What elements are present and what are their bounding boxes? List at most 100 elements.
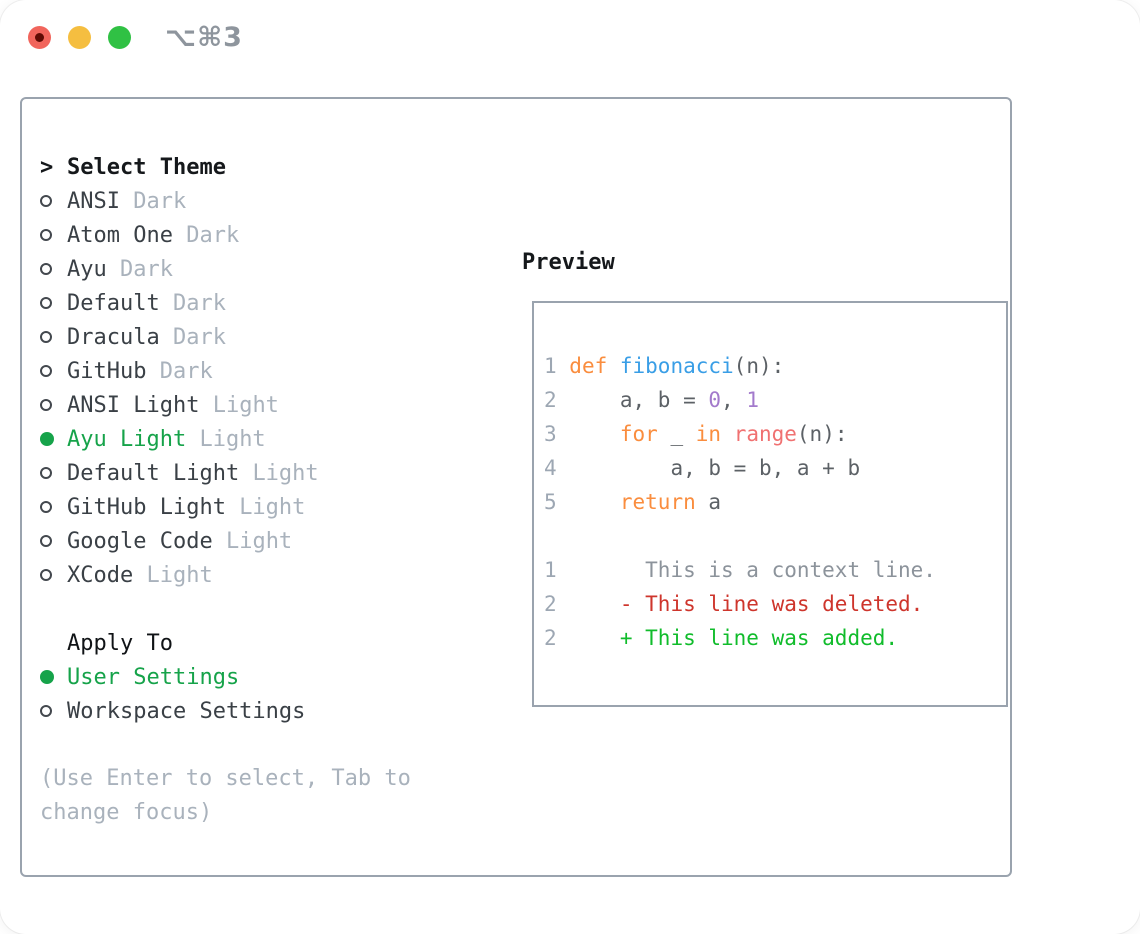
theme-variant: Dark <box>119 256 173 282</box>
theme-option[interactable]: ANSI Light Light <box>40 388 490 422</box>
radio-cell <box>40 535 67 547</box>
radio-cell <box>40 297 67 309</box>
code-token-code: a <box>708 490 722 514</box>
code-token-code <box>569 422 620 446</box>
code-token-keyword: for <box>619 422 671 446</box>
theme-option[interactable]: GitHub Dark <box>40 354 490 388</box>
theme-option[interactable]: Default Light Light <box>40 456 490 490</box>
code-token-function: fibonacci <box>619 354 734 378</box>
theme-variant: Light <box>146 562 213 588</box>
radio-icon <box>40 331 52 343</box>
theme-variant: Dark <box>172 324 226 350</box>
theme-option[interactable]: Dracula Dark <box>40 320 490 354</box>
theme-name: Default Light <box>67 460 253 486</box>
theme-name: ANSI <box>67 188 134 214</box>
theme-name: Google Code <box>67 528 226 554</box>
radio-cell <box>40 399 67 411</box>
apply-to-header-row: Apply To <box>40 626 490 660</box>
theme-variant: Light <box>252 460 319 486</box>
radio-icon <box>40 569 52 581</box>
code-token-context: This is a context line. <box>569 558 936 582</box>
window-title: ⌥⌘3 <box>165 22 243 53</box>
code-token-number: 1 <box>746 388 759 412</box>
theme-variant: Light <box>225 528 293 554</box>
radio-cell <box>40 670 67 684</box>
code-token-line_number: 2 <box>544 388 570 412</box>
radio-cell <box>40 501 67 513</box>
code-line: 2 - This line was deleted. <box>544 587 998 621</box>
code-token-number: 0 <box>708 388 722 412</box>
code-token-line_number: 2 <box>544 592 570 616</box>
apply-to-header: Apply To <box>67 630 173 656</box>
code-token-code: a, b = b, a + b <box>569 456 861 480</box>
theme-option[interactable]: Google Code Light <box>40 524 490 558</box>
radio-icon <box>40 297 52 309</box>
radio-selected-icon <box>40 670 54 684</box>
theme-option[interactable]: XCode Light <box>40 558 490 592</box>
apply-option[interactable]: Workspace Settings <box>40 694 490 728</box>
radio-cell <box>40 229 67 241</box>
theme-variant: Light <box>239 494 306 520</box>
code-token-code <box>569 490 620 514</box>
theme-option[interactable]: Default Dark <box>40 286 490 320</box>
chevron-right-icon: > <box>40 154 54 180</box>
radio-cell <box>40 365 67 377</box>
theme-name: Atom One <box>67 222 187 248</box>
code-line: 1 This is a context line. <box>544 553 998 587</box>
code-token-deleted: - This line was deleted. <box>569 592 924 616</box>
code-token-keyword: def <box>569 354 620 378</box>
code-line: 2 + This line was added. <box>544 621 998 655</box>
theme-option[interactable]: Ayu Light Light <box>40 422 490 456</box>
theme-name: XCode <box>67 562 147 588</box>
apply-option-label: User Settings <box>67 664 240 690</box>
spacer <box>40 592 490 626</box>
code-line: 1 def fibonacci(n): <box>544 349 998 383</box>
code-token-code: (n): <box>733 354 785 378</box>
code-token-line_number: 5 <box>544 490 570 514</box>
theme-option[interactable]: Atom One Dark <box>40 218 490 252</box>
code-token-code: , <box>721 388 747 412</box>
select-theme-header-row: > Select Theme <box>40 150 490 184</box>
theme-name: GitHub <box>67 358 160 384</box>
zoom-button-icon[interactable] <box>108 26 131 49</box>
radio-cell <box>40 263 67 275</box>
code-token-keyword: in <box>695 422 734 446</box>
code-line: 3 for _ in range(n): <box>544 417 998 451</box>
theme-variant: Dark <box>159 358 213 384</box>
radio-icon <box>40 705 52 717</box>
code-token-builtin: range <box>733 422 797 446</box>
theme-name: Default <box>67 290 173 316</box>
theme-variant: Dark <box>172 290 226 316</box>
theme-option[interactable]: Ayu Dark <box>40 252 490 286</box>
code-token-line_number: 2 <box>544 626 570 650</box>
code-token-keyword: return <box>619 490 709 514</box>
theme-variant: Light <box>212 392 279 418</box>
radio-cell <box>40 467 67 479</box>
radio-icon <box>40 263 52 275</box>
minimize-button-icon[interactable] <box>68 26 91 49</box>
theme-name: Ayu Light <box>67 426 200 452</box>
hint-line-1: (Use Enter to select, Tab to <box>40 766 411 791</box>
hint-block: (Use Enter to select, Tab to change focu… <box>40 762 490 830</box>
radio-icon <box>40 535 52 547</box>
theme-option[interactable]: ANSI Dark <box>40 184 490 218</box>
hint-line-2: change focus) <box>40 800 213 825</box>
radio-icon <box>40 399 52 411</box>
close-button-icon[interactable] <box>28 26 51 49</box>
blank-line <box>544 519 998 553</box>
code-token-line_number: 1 <box>544 558 570 582</box>
window-titlebar: ⌥⌘3 <box>0 0 1140 74</box>
theme-option[interactable]: GitHub Light Light <box>40 490 490 524</box>
code-token-line_number: 3 <box>544 422 570 446</box>
apply-option[interactable]: User Settings <box>40 660 490 694</box>
cursor-cell: > <box>40 155 67 180</box>
radio-icon <box>40 195 52 207</box>
radio-cell <box>40 569 67 581</box>
code-token-line_number: 1 <box>544 354 570 378</box>
